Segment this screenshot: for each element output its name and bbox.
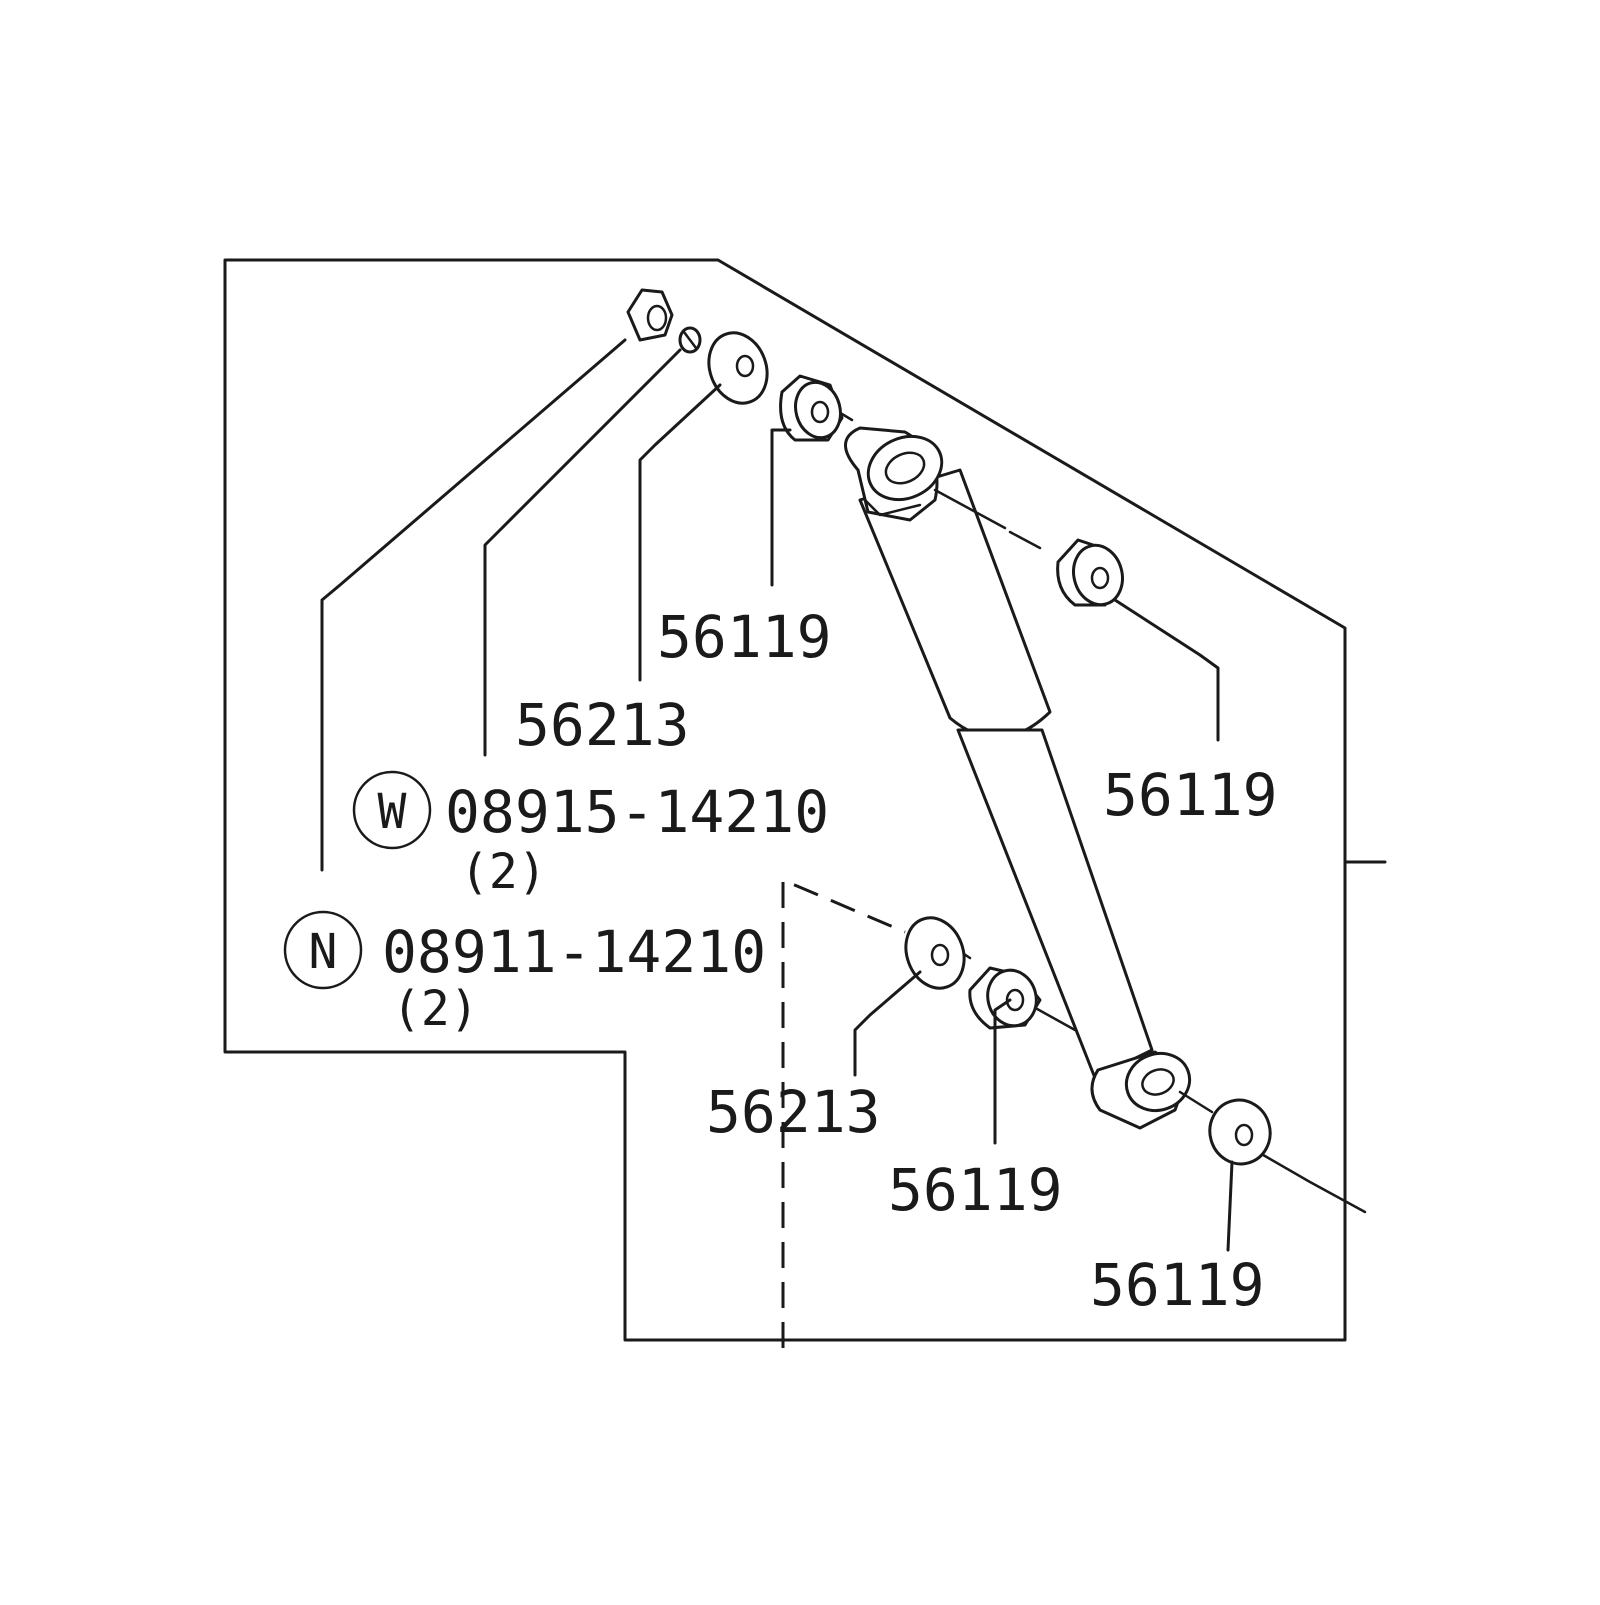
leader-upper-bushing-inner	[1113, 598, 1220, 742]
lower-mount-eye	[1090, 1050, 1192, 1130]
callout-lower-bushing-outer: 56119	[888, 1156, 1063, 1224]
washer-quantity: (2)	[460, 844, 547, 900]
washer-symbol: W	[378, 784, 407, 840]
washer-part-number: 08915-14210	[445, 778, 829, 846]
nut-symbol-circle	[283, 910, 363, 990]
nut-quantity: (2)	[392, 981, 479, 1037]
callout-upper-bushing-inner: 56119	[1103, 761, 1278, 829]
leader-lower-bushing-outer	[993, 998, 1012, 1145]
nut-part-ref: N 08911-14210 (2)	[283, 910, 766, 1037]
callout-upper-bushing-outer: 56119	[657, 603, 832, 671]
leader-nut	[320, 338, 627, 872]
frame-outline	[223, 258, 1347, 1342]
leader-lower-washer	[853, 970, 922, 1077]
upper-bushing-inner	[1056, 538, 1124, 607]
washer-symbol-circle	[352, 770, 432, 850]
callout-lower-bushing-inner: 56119	[1090, 1251, 1265, 1319]
leader-lower-bushing-inner	[1226, 1160, 1234, 1252]
upper-mount-eye	[844, 426, 944, 522]
leader-upper-washer	[638, 383, 722, 682]
upper-spring-washer	[678, 326, 702, 354]
upper-washer	[707, 331, 769, 405]
callout-upper-washer: 56213	[515, 691, 690, 759]
shock-absorber	[844, 426, 1192, 1130]
upper-nut	[626, 288, 674, 342]
nut-symbol: N	[309, 924, 338, 980]
washer-part-ref: W 08915-14210 (2)	[352, 770, 829, 900]
lower-bushing-outer	[968, 966, 1042, 1030]
leader-spring-washer	[483, 348, 682, 757]
callout-lower-washer: 56213	[706, 1078, 881, 1146]
lower-bushing-inner	[1208, 1098, 1272, 1166]
upper-bushing-outer	[779, 374, 844, 442]
nut-part-number: 08911-14210	[382, 918, 766, 986]
leader-upper-bushing-outer	[770, 428, 792, 587]
